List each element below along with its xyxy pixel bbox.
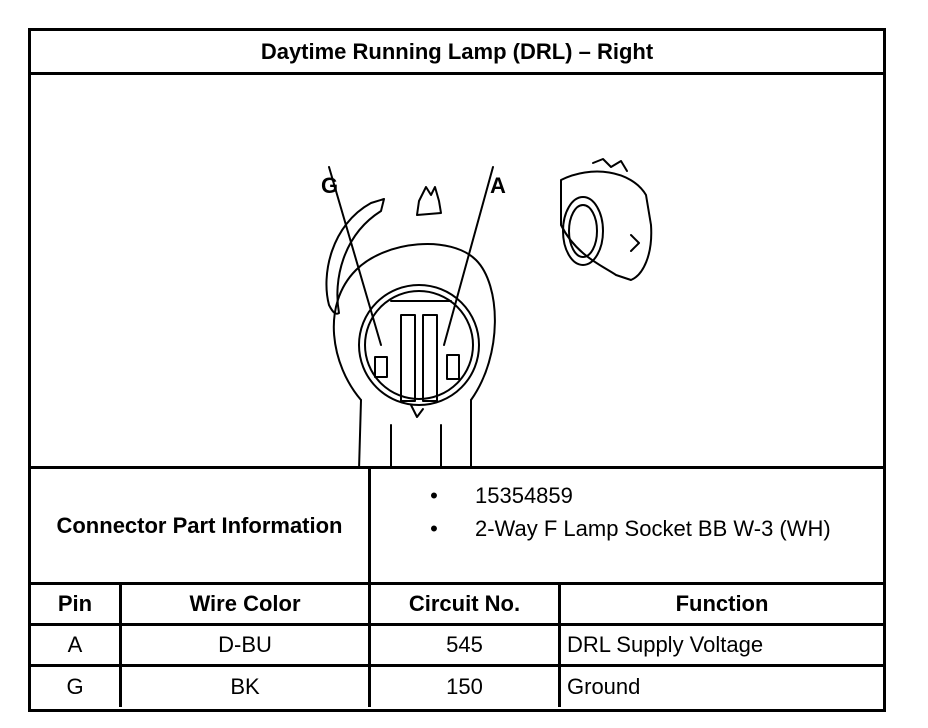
circuit-no-cell: 545: [371, 626, 561, 664]
pin-cell: A: [31, 626, 122, 664]
connector-part-info-label: Connector Part Information: [31, 469, 371, 582]
connector-end-view-table: Daytime Running Lamp (DRL) – Right: [28, 28, 886, 712]
table-row: G BK 150 Ground: [31, 667, 883, 707]
table-row: A D-BU 545 DRL Supply Voltage: [31, 626, 883, 667]
terminal-a-cavity: [446, 354, 460, 380]
header-wire-color: Wire Color: [122, 585, 371, 623]
circuit-no-cell: 150: [371, 667, 561, 707]
terminal-g-cavity: [374, 356, 388, 378]
connector-part-info-row: Connector Part Information • 15354859 • …: [31, 469, 883, 585]
function-cell: DRL Supply Voltage: [567, 632, 764, 657]
part-number: 15354859: [475, 483, 573, 508]
pin-a-leader-line: [443, 166, 494, 346]
connector-part-info-list: • 15354859 • 2-Way F Lamp Socket BB W-3 …: [371, 469, 883, 582]
part-info-item: • 2-Way F Lamp Socket BB W-3 (WH): [371, 516, 883, 546]
header-function: Function: [675, 591, 769, 616]
table-title: Daytime Running Lamp (DRL) – Right: [31, 31, 883, 75]
part-description: 2-Way F Lamp Socket BB W-3 (WH): [475, 516, 831, 541]
part-info-item: • 15354859: [371, 483, 883, 513]
pin-cell: G: [31, 667, 122, 707]
socket-isometric-view: [560, 158, 653, 281]
pin-label-a: A: [490, 173, 506, 198]
connector-drawing-area: G A: [31, 75, 883, 469]
header-pin: Pin: [31, 585, 122, 623]
pin-g-leader-line: [328, 166, 382, 346]
bottom-key-notch: [410, 404, 424, 418]
pin-label-g: G: [321, 173, 338, 198]
center-slot-left: [400, 314, 416, 402]
pin-table-header-row: Pin Wire Color Circuit No. Function: [31, 585, 883, 626]
top-latch-tab: [416, 186, 442, 216]
bullet-icon: •: [430, 516, 438, 541]
bullet-icon: •: [430, 483, 438, 508]
function-cell: Ground: [567, 674, 641, 699]
connector-illustration: G A: [321, 158, 653, 469]
connector-body-outline: [332, 243, 496, 401]
center-slot-right: [422, 314, 438, 402]
base-left-edge: [358, 399, 362, 469]
wire-color-cell: BK: [122, 667, 371, 707]
socket-inner-ring-2: [364, 290, 474, 400]
wire-color-cell: D-BU: [122, 626, 371, 664]
socket-inner-ring: [358, 284, 480, 406]
header-circuit-no: Circuit No.: [371, 585, 561, 623]
pin-table: Pin Wire Color Circuit No. Function A D-…: [31, 585, 883, 709]
